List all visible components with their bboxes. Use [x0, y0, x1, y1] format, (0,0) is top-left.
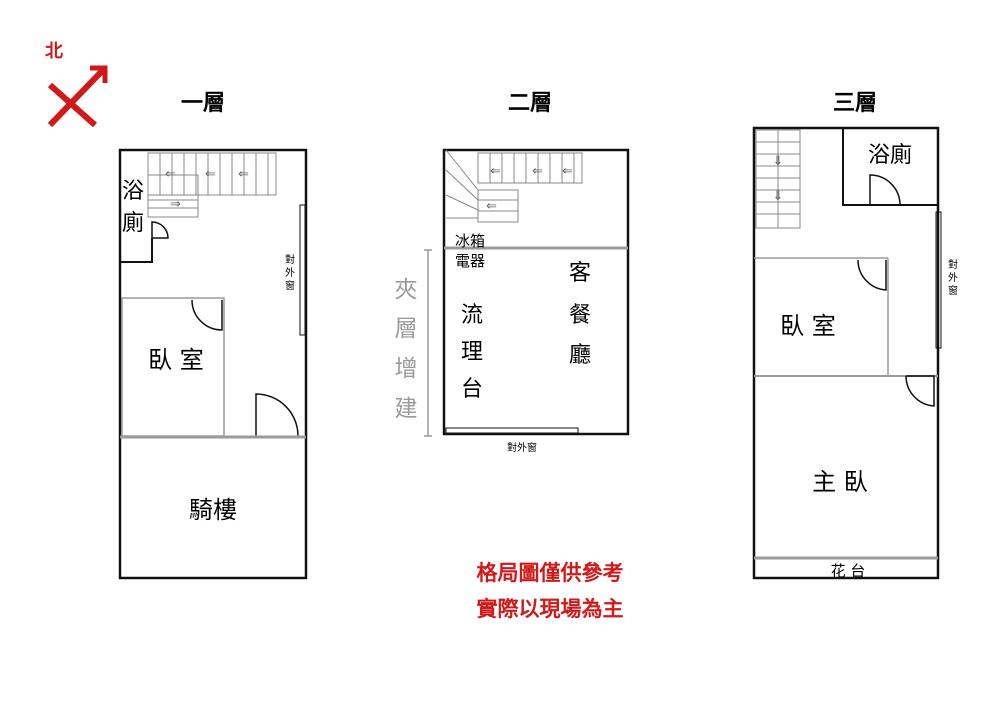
- door-swing-icon: [151, 221, 169, 239]
- floor-2-window: [445, 427, 579, 434]
- stair-arrow-icon: ⇐: [532, 164, 543, 179]
- floor-3-planter-label: 花 台: [831, 562, 866, 580]
- floor-3-window-label-3: 窗: [948, 284, 958, 297]
- stair-arrow-icon: ⇓: [773, 154, 784, 169]
- floor-1-window: [299, 204, 306, 336]
- floor-2-kitchen-label-1: 流: [461, 303, 483, 328]
- stair-arrow-icon: ⇒: [170, 197, 181, 212]
- floor-3-window-label-2: 外: [948, 272, 958, 284]
- mezzanine-label-1: 夾: [395, 277, 418, 303]
- mezzanine-label-2: 層: [395, 316, 418, 342]
- mezzanine-bracket: [424, 249, 432, 437]
- stair-arrow-icon: ⇐: [562, 164, 573, 179]
- floor-2-window-label: 對外窗: [507, 441, 537, 454]
- floor-3-outline: [752, 126, 940, 580]
- north-label: 北: [45, 41, 63, 62]
- door-swing-icon: [857, 259, 887, 291]
- door-swing-icon: [255, 393, 299, 437]
- floor-1-plan: ⇐ ⇐ ⇐ ⇒ 浴 廁 臥 室 對 外 窗 騎樓: [118, 148, 308, 580]
- floor-1-window-label-2: 外: [285, 267, 295, 279]
- floor-3-bedroom-label: 臥 室: [780, 312, 836, 340]
- floor-1-staircase: [147, 152, 277, 218]
- floor-2-title: 二層: [508, 91, 552, 116]
- floor-1-bath-wall: [120, 238, 153, 263]
- door-swing-icon: [869, 174, 901, 206]
- stair-arrow-icon: ⇐: [490, 164, 501, 179]
- floor-1-bath-label-bottom: 廁: [122, 211, 144, 236]
- floor-2-kitchen-label-3: 台: [461, 377, 483, 402]
- floor-3-plan: ⇓ ⇓ 浴廁 臥 室 對 外 窗 主 臥 花 台: [752, 126, 958, 580]
- mezzanine-label-3: 增: [395, 356, 418, 382]
- floor-3-window-label-1: 對: [948, 258, 958, 271]
- door-swing-icon: [191, 299, 223, 331]
- floor-3-staircase: [755, 129, 801, 229]
- disclaimer-line-2: 實際以現場為主: [477, 597, 624, 621]
- floor-3-bath-wall: [842, 128, 938, 206]
- floor-1-bath-label-top: 浴: [122, 179, 144, 204]
- floor-2-kitchen-label-2: 理: [461, 340, 483, 365]
- north-compass-icon: [47, 65, 108, 128]
- floor-2-outline: [442, 148, 630, 436]
- floor-2-fridge-label-1: 冰箱: [455, 232, 485, 250]
- floor-2-staircase: [445, 149, 583, 223]
- floor-2-dining-label-2: 餐: [569, 303, 591, 328]
- stair-arrow-icon: ⇐: [165, 167, 176, 182]
- floor-1-title: 一層: [181, 91, 225, 116]
- floor-1-window-label-1: 對: [285, 253, 295, 266]
- stair-arrow-icon: ⇐: [205, 167, 216, 182]
- disclaimer-line-1: 格局圖僅供參考: [477, 561, 624, 585]
- stair-arrow-icon: ⇓: [773, 189, 784, 204]
- door-swing-icon: [905, 375, 935, 407]
- floor-3-window: [935, 211, 942, 349]
- stair-arrow-icon: ⇐: [486, 199, 497, 214]
- floor-3-master-label: 主 臥: [812, 468, 868, 496]
- stair-arrow-icon: ⇐: [238, 167, 249, 182]
- floor-2-dining-label-3: 廳: [569, 343, 591, 368]
- floor-3-title: 三層: [833, 91, 877, 116]
- floor-2-dining-label-1: 客: [569, 261, 591, 286]
- floor-1-arcade-label: 騎樓: [189, 496, 237, 524]
- floor-1-bedroom-label: 臥 室: [148, 346, 204, 374]
- floor-2-plan: ⇐ ⇐ ⇐ ⇐ 冰箱 電器 流 理 台 客 餐 廳 對外窗 夾 層 增 建: [395, 148, 630, 454]
- floor-1-window-label-3: 窗: [285, 279, 295, 292]
- floor-2-fridge-label-2: 電器: [455, 252, 485, 270]
- mezzanine-label-4: 建: [395, 396, 418, 422]
- floor-1-outline: [118, 148, 308, 580]
- floor-3-bath-label: 浴廁: [868, 143, 912, 168]
